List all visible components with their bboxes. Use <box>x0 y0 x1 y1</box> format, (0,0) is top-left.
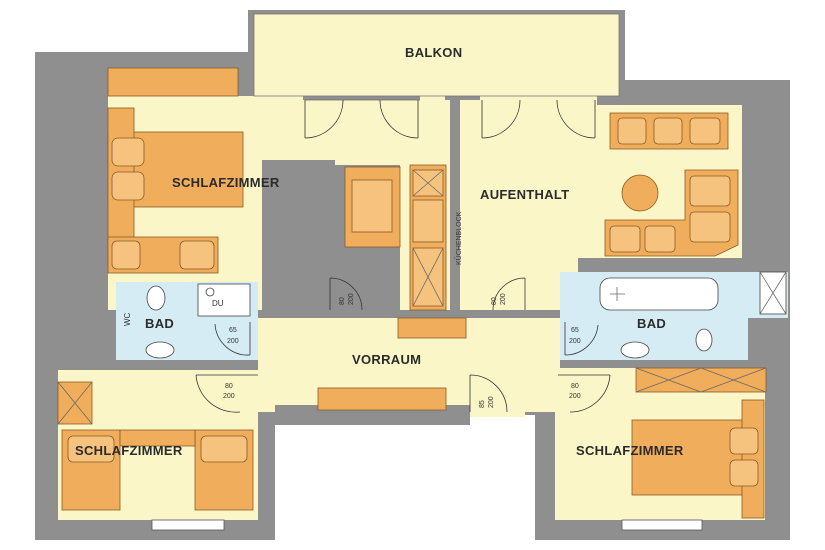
door-height: 200 <box>569 338 581 345</box>
wardrobe <box>635 367 767 393</box>
window <box>621 519 703 531</box>
round-table <box>621 174 659 212</box>
entrance-floor <box>470 405 525 417</box>
schlafzimmer-bl-furniture <box>57 381 254 531</box>
shower <box>197 283 251 317</box>
door-height: 200 <box>569 393 581 400</box>
window <box>151 519 225 531</box>
balkon-floor <box>254 14 619 96</box>
wardrobe <box>107 67 239 97</box>
balkon-details <box>253 13 620 139</box>
wc-label: WC <box>123 312 132 326</box>
toilet <box>695 328 713 352</box>
night-table <box>119 429 196 447</box>
bad-left-fixtures: DU WC <box>123 283 251 359</box>
pillow <box>200 435 248 463</box>
door-height: 200 <box>488 396 495 408</box>
cushion <box>653 117 683 145</box>
door-width: 80 <box>339 297 346 305</box>
door-width: 80 <box>225 383 233 390</box>
schlafzimmer-br-furniture <box>621 367 767 531</box>
door-height: 200 <box>348 293 355 305</box>
pillow <box>67 435 115 463</box>
pillow <box>111 137 145 167</box>
cushion <box>689 211 731 243</box>
pillow <box>111 171 145 201</box>
door-schlafzimmer-bl <box>195 374 258 413</box>
door-schlafzimmer-br <box>558 374 611 413</box>
cushion <box>689 117 721 145</box>
hall-cabinet <box>397 317 467 339</box>
room-label-balkon: BALKON <box>405 45 462 60</box>
aufenthalt-furniture <box>604 112 739 257</box>
cushion <box>179 240 215 270</box>
door-height: 200 <box>227 338 239 345</box>
hall-bench <box>317 387 447 411</box>
room-label-aufenthalt: AUFENTHALT <box>480 187 569 202</box>
cushion <box>111 240 141 270</box>
door-width: 65 <box>571 327 579 334</box>
room-label-schlafzimmer-top: SCHLAFZIMMER <box>172 175 280 190</box>
armchair-cushion <box>351 179 393 233</box>
kitchen-cabinet <box>412 199 444 243</box>
cushion <box>617 117 647 145</box>
cushion <box>689 175 731 207</box>
door-width: 80 <box>491 297 498 305</box>
door-dimensions: 80 200 80 200 65 200 65 200 80 200 85 20… <box>223 293 581 408</box>
night-table <box>741 399 765 519</box>
door-schlafzimmer-top <box>329 277 363 311</box>
room-label-schlafzimmer-br: SCHLAFZIMMER <box>576 443 684 458</box>
vorraum-furniture <box>195 277 611 413</box>
kuechenblock: KÜCHENBLOCK <box>409 164 463 311</box>
cushion <box>644 225 676 253</box>
door-bad-left <box>214 322 251 356</box>
door-bad-right <box>564 322 599 356</box>
sink <box>145 341 175 359</box>
door-width: 85 <box>479 400 486 408</box>
du-label: DU <box>212 299 224 308</box>
kuechenblock-label: KÜCHENBLOCK <box>455 211 463 265</box>
cushion <box>609 225 641 253</box>
door-width: 65 <box>229 327 237 334</box>
schlafzimmer-top-furniture <box>107 67 401 274</box>
room-label-bad-right: BAD <box>637 316 666 331</box>
bad-right-fixtures <box>564 271 787 359</box>
door-entrance <box>469 374 508 413</box>
bathtub <box>599 277 719 311</box>
sink <box>620 341 650 359</box>
shower-drain <box>205 287 215 297</box>
toilet <box>146 285 166 311</box>
door-height: 200 <box>500 293 507 305</box>
door-height: 200 <box>223 393 235 400</box>
door-aufenthalt <box>492 277 526 311</box>
door-width: 80 <box>571 383 579 390</box>
room-labels: BALKON SCHLAFZIMMER AUFENTHALT BAD BAD V… <box>75 45 684 458</box>
pillow <box>729 427 759 455</box>
room-label-bad-left: BAD <box>145 316 174 331</box>
room-label-vorraum: VORRAUM <box>352 352 421 367</box>
room-label-schlafzimmer-bl: SCHLAFZIMMER <box>75 443 183 458</box>
pillow <box>729 459 759 487</box>
